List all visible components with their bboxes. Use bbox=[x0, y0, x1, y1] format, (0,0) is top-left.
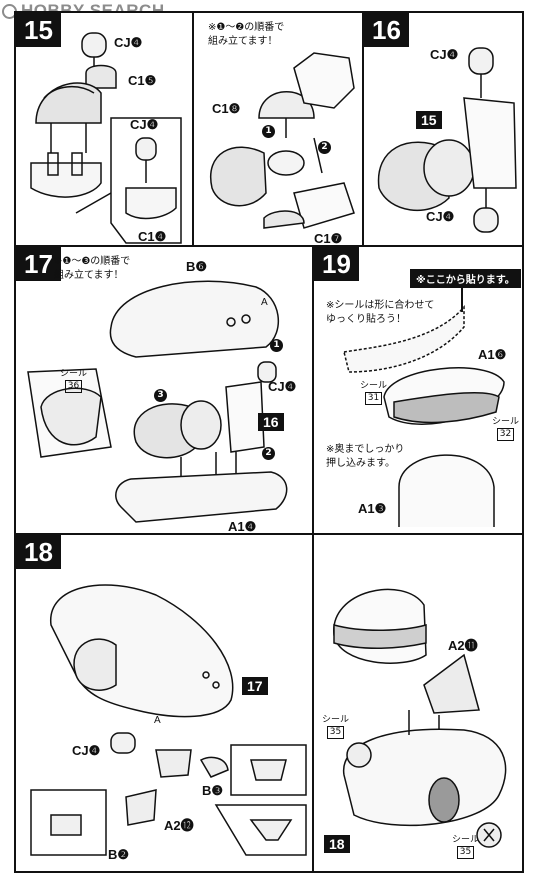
seal-35-left: シール 35 bbox=[322, 715, 349, 739]
order-note: ※❶〜❷の順番で 組み立てます！ bbox=[208, 21, 284, 49]
sticker-note-line-1: ※シールは形に合わせて bbox=[326, 300, 435, 311]
part-label-a211: A2⓫ bbox=[448, 638, 478, 653]
seal-number: 36 bbox=[64, 380, 83, 393]
seal-number: 35 bbox=[456, 846, 475, 859]
push-note: ※奥までしっかり 押し込みます。 bbox=[326, 443, 404, 471]
seal-35-right: シール 35 bbox=[452, 835, 479, 859]
panel-step-17: 17 ※❶〜❸の順番で 組み立てます！ B❻ CJ❹ A1❹ 16 1 2 3 … bbox=[14, 245, 314, 535]
part-label-b6: B❻ bbox=[186, 259, 208, 274]
seal-label: シール bbox=[322, 715, 350, 725]
order-note-line-1: ※❶〜❸の順番で bbox=[54, 256, 131, 267]
part-label-b2: B❷ bbox=[108, 847, 130, 862]
push-note-line-2: 押し込みます。 bbox=[326, 458, 395, 469]
part-label-cj4-top: CJ❹ bbox=[430, 47, 459, 62]
sub-assembly-badge-15: 15 bbox=[416, 111, 442, 129]
marker-a: A bbox=[154, 715, 161, 726]
part-label-cj4: CJ❹ bbox=[72, 743, 101, 758]
order-note: ※❶〜❸の順番で 組み立てます！ bbox=[54, 255, 130, 283]
panel-step-final: A2⓫ 18 シール 35 シール 35 bbox=[312, 533, 524, 873]
part-label-a16: A1❻ bbox=[478, 347, 507, 362]
callout-2: 2 bbox=[318, 141, 331, 154]
seal-label: シール bbox=[60, 369, 88, 379]
seal-31: シール 31 bbox=[360, 381, 387, 405]
step-number: 19 bbox=[314, 247, 359, 281]
callout-3: 3 bbox=[154, 389, 167, 402]
seal-32: シール 32 bbox=[492, 417, 519, 441]
callout-1: 1 bbox=[270, 339, 283, 352]
step-number: 15 bbox=[16, 13, 61, 47]
sticker-note-line-2: ゆっくり貼ろう！ bbox=[326, 314, 406, 325]
sticker-note: ※シールは形に合わせて ゆっくり貼ろう！ bbox=[326, 299, 434, 327]
seal-number: 31 bbox=[364, 392, 383, 405]
order-note-line-1: ※❶〜❷の順番で bbox=[208, 22, 285, 33]
panel-step-15: 15 CJ❹ C1❺ CJ❹ C1❹ bbox=[14, 11, 194, 247]
part-label-c18: C1❽ bbox=[212, 101, 241, 116]
part-label-a13: A1❸ bbox=[358, 501, 387, 516]
seal-number: 32 bbox=[496, 428, 515, 441]
seal-36: シール 36 bbox=[60, 369, 87, 393]
seal-label: シール bbox=[492, 417, 520, 427]
sub-assembly-badge-16: 16 bbox=[258, 413, 284, 431]
step-17-illustration bbox=[27, 280, 288, 523]
step-15-illustration bbox=[30, 32, 182, 244]
seal-label: シール bbox=[452, 835, 480, 845]
order-note-line-2: 組み立てます！ bbox=[54, 270, 124, 281]
push-note-line-1: ※奥までしっかり bbox=[326, 444, 405, 455]
part-label-a212: A2⓬ bbox=[164, 818, 194, 833]
part-label-c17: C1❼ bbox=[314, 231, 343, 246]
seal-label: シール bbox=[360, 381, 388, 391]
part-label-cj4: CJ❹ bbox=[268, 379, 297, 394]
seal-number: 35 bbox=[326, 726, 345, 739]
part-label-cj4-top: CJ❹ bbox=[114, 35, 143, 50]
part-label-c14: C1❹ bbox=[138, 229, 167, 244]
part-label-c15: C1❺ bbox=[128, 73, 157, 88]
start-here-banner: ※ここから貼ります。 bbox=[410, 269, 521, 288]
sub-assembly-badge-18: 18 bbox=[324, 835, 350, 853]
step-number: 17 bbox=[16, 247, 61, 281]
step-c18-illustration bbox=[209, 52, 355, 229]
step-final-illustration bbox=[333, 588, 507, 848]
panel-step-19: 19 ※ここから貼ります。 ※シールは形に合わせて ゆっくり貼ろう！ ※奥までし… bbox=[312, 245, 524, 535]
callout-2: 2 bbox=[262, 447, 275, 460]
step-16-illustration bbox=[377, 47, 517, 233]
part-label-cj4-inset: CJ❹ bbox=[130, 117, 159, 132]
part-label-b3: B❸ bbox=[202, 783, 224, 798]
step-number: 18 bbox=[16, 535, 61, 569]
panel-step-18: 18 17 A CJ❹ B❸ A2⓬ B❷ bbox=[14, 533, 314, 873]
part-label-a14: A1❹ bbox=[228, 519, 257, 534]
marker-a: A bbox=[261, 297, 268, 308]
callout-1: 1 bbox=[262, 125, 275, 138]
order-note-line-2: 組み立てます！ bbox=[208, 36, 278, 47]
step-18-illustration bbox=[30, 584, 307, 856]
sub-assembly-badge-17: 17 bbox=[242, 677, 268, 695]
panel-step-16: 16 15 CJ❹ CJ❹ bbox=[362, 11, 524, 247]
step-number: 16 bbox=[364, 13, 409, 47]
step-19-illustration bbox=[343, 277, 505, 527]
panel-step-c18: ※❶〜❷の順番で 組み立てます！ C1❽ C1❼ 1 2 bbox=[192, 11, 364, 247]
part-label-cj4-bottom: CJ❹ bbox=[426, 209, 455, 224]
